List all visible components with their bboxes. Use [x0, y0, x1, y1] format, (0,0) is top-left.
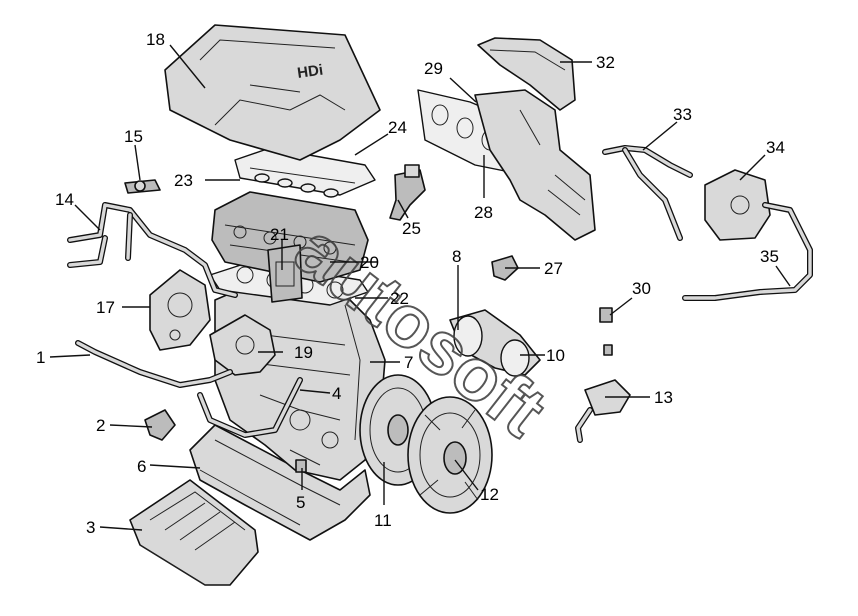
part-sensor-30: [599, 307, 613, 356]
part-water-pump: [209, 314, 276, 376]
part-engine-top-cover: HDi: [164, 24, 381, 161]
callout-22: 22: [390, 289, 409, 308]
callout-30: 30: [632, 279, 651, 298]
callout-11: 11: [374, 511, 392, 530]
part-hose-35: [682, 202, 813, 301]
part-heat-shield: [477, 37, 576, 111]
callout-21: 21: [270, 225, 289, 244]
callout-14: 14: [55, 190, 74, 209]
callout-4: 4: [332, 384, 341, 403]
callout-20: 20: [360, 253, 379, 272]
part-wiring-harness: [67, 202, 238, 298]
callout-labels: 1 2 3 4 5 6 7 8 10 11 12 13 14 15 17 18 …: [36, 30, 785, 537]
part-oil-sump: [189, 424, 371, 541]
callout-29: 29: [424, 59, 443, 78]
callout-17: 17: [96, 298, 115, 317]
part-intake-elbow: [449, 309, 541, 377]
part-egr-valve: [575, 379, 631, 443]
part-coolant-pipe-1: [75, 340, 233, 388]
leader-lines: [49, 44, 791, 531]
part-sensor-5: [295, 459, 307, 473]
callout-10: 10: [546, 346, 565, 365]
part-exhaust-manifold: [474, 89, 596, 241]
part-skid-plate: [129, 479, 259, 586]
part-timing-cover: [149, 269, 211, 351]
part-injector-seals: [254, 173, 339, 198]
callout-13: 13: [654, 388, 673, 407]
callout-12: 12: [480, 485, 499, 504]
part-module-34: [704, 169, 771, 241]
callout-18: 18: [146, 30, 165, 49]
part-injector: [389, 164, 426, 221]
callout-28: 28: [474, 203, 493, 222]
callout-25: 25: [402, 219, 421, 238]
callout-5: 5: [296, 493, 305, 512]
callout-19: 19: [294, 343, 313, 362]
part-pipe-33: [602, 145, 693, 241]
part-sensor-15: [124, 179, 161, 194]
callout-35: 35: [760, 247, 779, 266]
callout-32: 32: [596, 53, 615, 72]
callout-7: 7: [404, 353, 413, 372]
part-bracket-2: [144, 409, 176, 441]
cover-logo: HDi: [296, 62, 324, 82]
callout-6: 6: [137, 457, 146, 476]
callout-3: 3: [86, 518, 95, 537]
callout-23: 23: [174, 171, 193, 190]
callout-24: 24: [388, 118, 407, 137]
part-high-pressure-pump: [267, 244, 303, 303]
callout-2: 2: [96, 416, 105, 435]
callout-27: 27: [544, 259, 563, 278]
callout-33: 33: [673, 105, 692, 124]
callout-1: 1: [36, 348, 45, 367]
part-coolant-pipe-4: [197, 377, 303, 438]
callout-34: 34: [766, 138, 785, 157]
part-clutch: [407, 396, 493, 514]
callout-8: 8: [452, 247, 461, 266]
callout-15: 15: [124, 127, 143, 146]
